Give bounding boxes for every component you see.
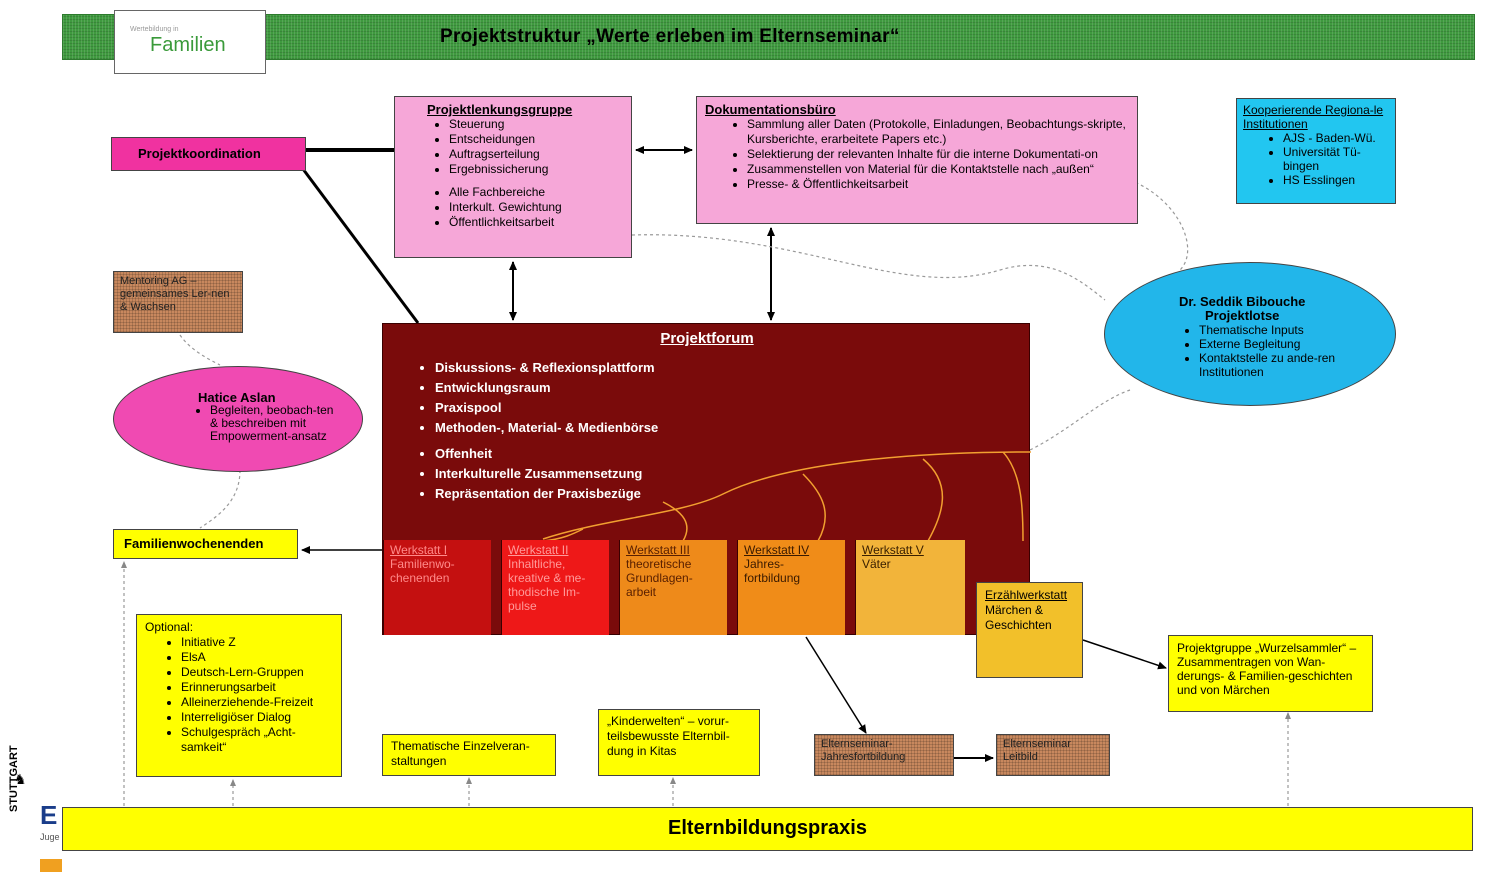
dokumentationsbuero-box: Dokumentationsbüro Sammlung aller Daten …: [696, 96, 1138, 224]
erzaehlwerkstatt-box: Erzählwerkstatt Märchen & Geschichten: [976, 582, 1083, 678]
erzaehlwerkstatt-title: Erzählwerkstatt: [985, 588, 1068, 602]
list-item: HS Esslingen: [1283, 173, 1391, 187]
werkstatt-5-title: Werkstatt V: [862, 543, 924, 557]
werkstatt-3-title: Werkstatt III: [626, 543, 690, 557]
list-item: Thematische Inputs: [1199, 323, 1349, 337]
list-item: Entscheidungen: [449, 132, 631, 147]
projektkoordination-box: Projektkoordination: [111, 137, 306, 171]
optional-title: Optional:: [145, 620, 194, 634]
werkstatt-5: Werkstatt V Väter: [855, 540, 965, 635]
kooperierende-list: AJS - Baden-Wü. Universität Tü-bingen HS…: [1243, 131, 1391, 187]
logo-small-text: Wertebildung in: [130, 26, 179, 33]
horse-icon: ♞: [14, 771, 27, 787]
seddik-bibouche-name: Dr. Seddik Bibouche: [1179, 294, 1306, 309]
list-item: ElsA: [181, 650, 335, 665]
kooperierende-title: Kooperierende Regiona-le Institutionen: [1243, 103, 1384, 131]
optional-list: Initiative Z ElsA Deutsch-Lern-Gruppen E…: [145, 635, 335, 755]
list-item: Presse- & Öffentlichkeitsarbeit: [747, 177, 1131, 192]
list-item: Repräsentation der Praxisbezüge: [435, 484, 658, 504]
werkstatt-3-text: theoretische Grundlagen-arbeit: [626, 557, 693, 599]
projektlenkungsgruppe-box: Projektlenkungsgruppe Steuerung Entschei…: [394, 96, 632, 258]
projektlenkungsgruppe-list: Steuerung Entscheidungen Auftragserteilu…: [427, 117, 631, 230]
list-item: Externe Begleitung: [1199, 337, 1349, 351]
list-item: Steuerung: [449, 117, 631, 132]
list-item: Praxispool: [435, 398, 658, 418]
dokumentationsbuero-title: Dokumentationsbüro: [705, 102, 836, 117]
projektlenkungsgruppe-title: Projektlenkungsgruppe: [427, 102, 573, 117]
header-bar: [62, 14, 1475, 60]
familienwochenenden-box: Familienwochenenden: [113, 529, 298, 559]
dotted-curve-hatice-famwe: [199, 469, 241, 529]
werkstatt-1: Werkstatt I Familienwo-chenenden: [383, 540, 491, 635]
line-koordination-forum: [298, 164, 420, 324]
footer-text: Juge: [40, 832, 60, 842]
werkstatt-1-title: Werkstatt I: [390, 543, 448, 557]
list-item: Erinnerungsarbeit: [181, 680, 335, 695]
dotted-curve-lenkung-seddik: [631, 234, 1106, 301]
list-item: Offenheit: [435, 444, 658, 464]
seddik-bibouche-list: Thematische Inputs Externe Begleitung Ko…: [1179, 323, 1349, 379]
list-item: Interkult. Gewichtung: [449, 200, 631, 215]
werkstatt-5-text: Väter: [862, 557, 891, 571]
dotted-curve-forum-seddik: [1029, 389, 1131, 451]
footer-color-strip: [40, 859, 62, 872]
list-item: Alleinerziehende-Freizeit: [181, 695, 335, 710]
thematische-box: Thematische Einzelveran-staltungen: [382, 734, 556, 776]
list-item: Diskussions- & Reflexionsplattform: [435, 358, 658, 378]
list-item: Initiative Z: [181, 635, 335, 650]
page-title: Projektstruktur „Werte erleben im Eltern…: [440, 26, 900, 47]
elternseminar-leitbild-box: Elternseminar Leitbild: [996, 734, 1110, 776]
list-item: Interreligiöser Dialog: [181, 710, 335, 725]
footer-logo: E: [40, 800, 62, 850]
arrow-erzaehl-wurzel: [1082, 639, 1167, 670]
list-item: Selektierung der relevanten Inhalte für …: [747, 147, 1131, 162]
werkstatt-2-text: Inhaltliche, kreative & me-thodische Im-…: [508, 557, 586, 613]
werkstatt-2: Werkstatt II Inhaltliche, kreative & me-…: [501, 540, 609, 635]
projektforum-title: Projektforum: [660, 330, 754, 347]
hatice-aslan-list: Begleiten, beobach-ten & beschreiben mit…: [190, 404, 340, 443]
seddik-bibouche-ellipse: Dr. Seddik Bibouche Projektlotse Themati…: [1104, 262, 1396, 406]
dotted-curve-doku-seddik: [1129, 179, 1189, 271]
list-item: Universität Tü-bingen: [1283, 145, 1391, 173]
mentoring-box: Mentoring AG – gemeinsames Ler-nen & Wac…: [113, 271, 243, 333]
dotted-curve-mentoring-hatice: [179, 334, 221, 366]
elternbildungspraxis-bar: Elternbildungspraxis: [62, 807, 1473, 851]
list-item: Zusammenstellen von Material für die Kon…: [747, 162, 1131, 177]
elternseminar-jahresfortbildung-box: Elternseminar-Jahresfortbildung: [814, 734, 954, 776]
werkstatt-3: Werkstatt III theoretische Grundlagen-ar…: [619, 540, 727, 635]
list-item: Interkulturelle Zusammensetzung: [435, 464, 658, 484]
hatice-aslan-name: Hatice Aslan: [198, 390, 276, 405]
list-item: Begleiten, beobach-ten & beschreiben mit…: [210, 404, 340, 443]
erzaehlwerkstatt-text: Märchen & Geschichten: [985, 603, 1052, 632]
werkstatt-4-title: Werkstatt IV: [744, 543, 810, 557]
dokumentationsbuero-list: Sammlung aller Daten (Protokolle, Einlad…: [705, 117, 1131, 192]
werkstatt-4: Werkstatt IV Jahres-fortbildung: [737, 540, 845, 635]
list-item: AJS - Baden-Wü.: [1283, 131, 1391, 145]
list-item: Alle Fachbereiche: [449, 185, 631, 200]
list-item: Schulgespräch „Acht-samkeit“: [181, 725, 335, 755]
list-item: Entwicklungsraum: [435, 378, 658, 398]
werkstatt-4-text: Jahres-fortbildung: [744, 557, 801, 585]
logo: [114, 10, 266, 74]
list-item: Ergebnissicherung: [449, 162, 631, 177]
arrow-forum-elternseminar: [805, 636, 867, 734]
kooperierende-box: Kooperierende Regiona-le Institutionen A…: [1236, 98, 1396, 204]
wurzelsammler-box: Projektgruppe „Wurzelsammler“ – Zusammen…: [1168, 635, 1373, 712]
list-item: Öffentlichkeitsarbeit: [449, 215, 631, 230]
list-item: Auftragserteilung: [449, 147, 631, 162]
projektforum-list: Diskussions- & Reflexionsplattform Entwi…: [413, 358, 658, 504]
optional-box: Optional: Initiative Z ElsA Deutsch-Lern…: [136, 614, 342, 777]
list-item: Sammlung aller Daten (Protokolle, Einlad…: [747, 117, 1131, 147]
werkstatt-1-text: Familienwo-chenenden: [390, 557, 455, 585]
logo-text: Familien: [150, 34, 226, 56]
seddik-bibouche-role: Projektlotse: [1205, 308, 1280, 323]
list-item: Methoden-, Material- & Medienbörse: [435, 418, 658, 438]
kinderwelten-box: „Kinderwelten“ – vorur-teilsbewusste Elt…: [598, 709, 760, 776]
list-item: Deutsch-Lern-Gruppen: [181, 665, 335, 680]
list-item: Kontaktstelle zu ande-ren Institutionen: [1199, 351, 1349, 379]
werkstatt-2-title: Werkstatt II: [508, 543, 569, 557]
hatice-aslan-ellipse: Hatice Aslan Begleiten, beobach-ten & be…: [113, 366, 363, 472]
